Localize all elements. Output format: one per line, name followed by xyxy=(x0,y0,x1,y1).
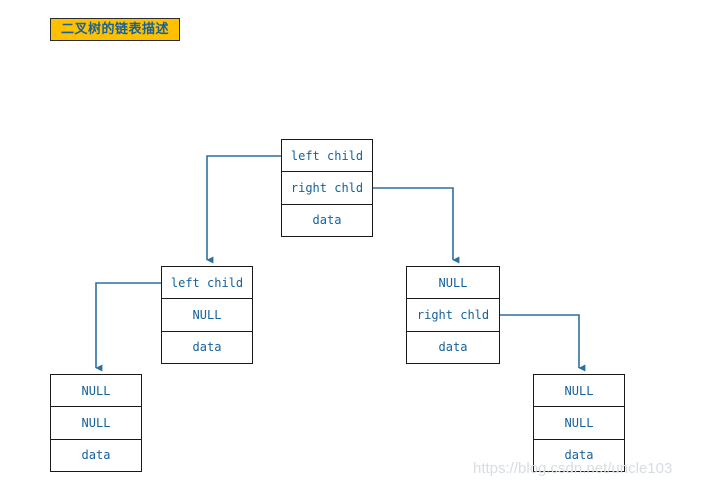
connector-right-mid-to-leaf-right xyxy=(500,314,586,372)
node-cell-left-child: left child xyxy=(290,148,364,163)
node-cell-left-child: NULL xyxy=(438,275,468,290)
tree-node-leaf-left[interactable]: NULL NULL data xyxy=(50,374,142,472)
connector-left-mid-to-leaf-left xyxy=(95,282,161,372)
tree-node-left-mid[interactable]: left child NULL data xyxy=(161,266,253,364)
node-cell-right-child: right chld xyxy=(407,298,499,330)
node-cell-data: data xyxy=(51,438,141,471)
tree-node-right-mid[interactable]: NULL right chld data xyxy=(406,266,500,364)
node-cell-data: data xyxy=(162,330,252,363)
watermark: https://blog.csdn.net/uncle103 xyxy=(473,460,673,477)
node-cell-left-child: left child xyxy=(170,275,244,290)
tree-node-leaf-right[interactable]: NULL NULL data xyxy=(533,374,625,472)
node-cell-data: data xyxy=(534,438,624,471)
node-cell-data: data xyxy=(407,330,499,363)
node-cell-right-child: NULL xyxy=(534,406,624,438)
tree-node-root[interactable]: left child right chld data xyxy=(281,139,373,237)
connector-root-to-left-child xyxy=(206,155,281,264)
connector-root-to-right-child xyxy=(373,187,460,264)
node-cell-right-child: NULL xyxy=(51,406,141,438)
node-cell-right-child: right chld xyxy=(282,171,372,203)
diagram-title-badge: 二叉树的链表描述 xyxy=(50,18,180,41)
node-cell-left-child: NULL xyxy=(81,383,111,398)
node-cell-right-child: NULL xyxy=(162,298,252,330)
node-cell-left-child: NULL xyxy=(564,383,594,398)
node-cell-data: data xyxy=(282,203,372,236)
